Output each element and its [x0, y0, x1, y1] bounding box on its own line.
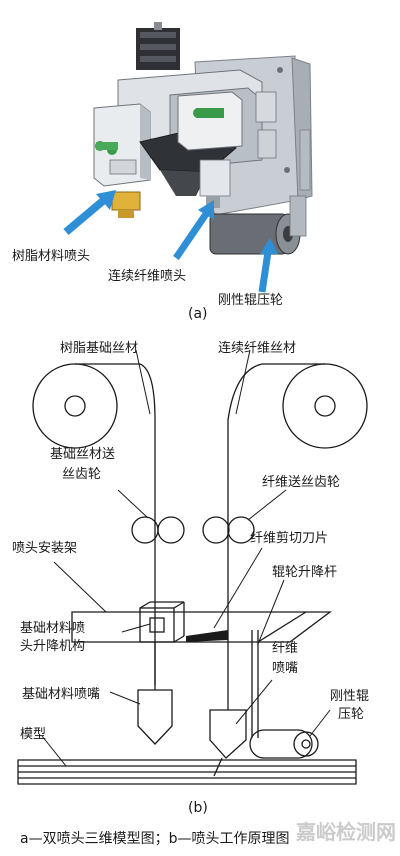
label-base-lift-line2: 头升降机构 [20, 639, 86, 654]
label-rigid-roller: 刚性辊压轮 [218, 293, 284, 308]
label-base-lift-line1: 基础材料喷 [20, 621, 86, 636]
label-resin-nozzle: 树脂材料喷头 [12, 249, 91, 264]
base-material-nozzle [137, 642, 173, 745]
leader-rigid-roller [309, 709, 331, 737]
stepper-motor [136, 22, 180, 70]
label-base-nozzle: 基础材料喷嘴 [22, 687, 101, 702]
leader-roller-lift-rod [257, 579, 285, 645]
fiber-feed-gears [202, 516, 255, 544]
caption-b: (b) [188, 800, 208, 816]
label-fiber-feed-gear: 纤维送丝齿轮 [262, 475, 341, 490]
arrow-resin-nozzle [63, 190, 116, 236]
leader-base-lift [121, 623, 151, 633]
fiber-nozzle [209, 709, 247, 777]
model-layers [17, 759, 357, 785]
label-fiber-filament: 连续纤维丝材 [218, 341, 297, 356]
label-rigid-roller-line1: 刚性辊 [330, 689, 370, 704]
base-feed-gears [131, 516, 185, 544]
nozzle-mounting-frame [71, 611, 332, 643]
roller-lift-rod [251, 611, 307, 738]
fiber-nozzle-assembly [177, 91, 277, 208]
leader-fiber-nozzle [235, 679, 273, 725]
leader-resin-filament [135, 349, 151, 415]
leader-fiber-feed-gear [247, 489, 287, 521]
fiber-cutter-blade [186, 630, 228, 642]
leader-base-feed-gear [117, 489, 149, 519]
label-fiber-nozzle: 连续纤维喷头 [108, 269, 187, 284]
fiber-filament-path [227, 363, 263, 710]
arrow-fiber-nozzle [173, 200, 214, 260]
footer-caption: a—双喷头三维模型图；b—喷头工作原理图 [20, 831, 290, 847]
base-lift-mechanism [139, 601, 185, 643]
caption-a: (a) [188, 306, 208, 322]
label-fiber-nozzle-line1: 纤维 [272, 641, 299, 656]
leader-model [41, 735, 67, 767]
label-fiber-cutter: 纤维剪切刀片 [250, 531, 329, 546]
leader-fiber-cutter [213, 547, 263, 629]
arrow-rigid-roller [258, 238, 278, 293]
leader-fiber-filament [235, 349, 251, 415]
rigid-press-roller [249, 729, 319, 759]
leader-nozzle-mount [53, 561, 107, 613]
label-fiber-nozzle-line2: 喷嘴 [272, 661, 299, 676]
label-roller-lift-rod: 辊轮升降杆 [272, 565, 338, 580]
label-model: 模型 [20, 727, 47, 742]
leader-base-nozzle [109, 691, 141, 705]
fiber-filament-spool [262, 363, 368, 449]
resin-filament-path [139, 363, 156, 685]
nozzle-working-principle-diagram [17, 349, 368, 785]
dual-nozzle-3d-model [63, 22, 313, 293]
watermark: 嘉峪检测网 [296, 820, 396, 844]
label-resin-filament: 树脂基础丝材 [60, 341, 139, 356]
label-base-feed-gear-line1: 基础丝材送 [50, 447, 116, 462]
resin-filament-spool [32, 363, 140, 449]
label-nozzle-mount: 喷头安装架 [12, 541, 78, 556]
label-base-feed-gear-line2: 丝齿轮 [62, 467, 102, 482]
label-rigid-roller-line2: 压轮 [338, 707, 365, 722]
